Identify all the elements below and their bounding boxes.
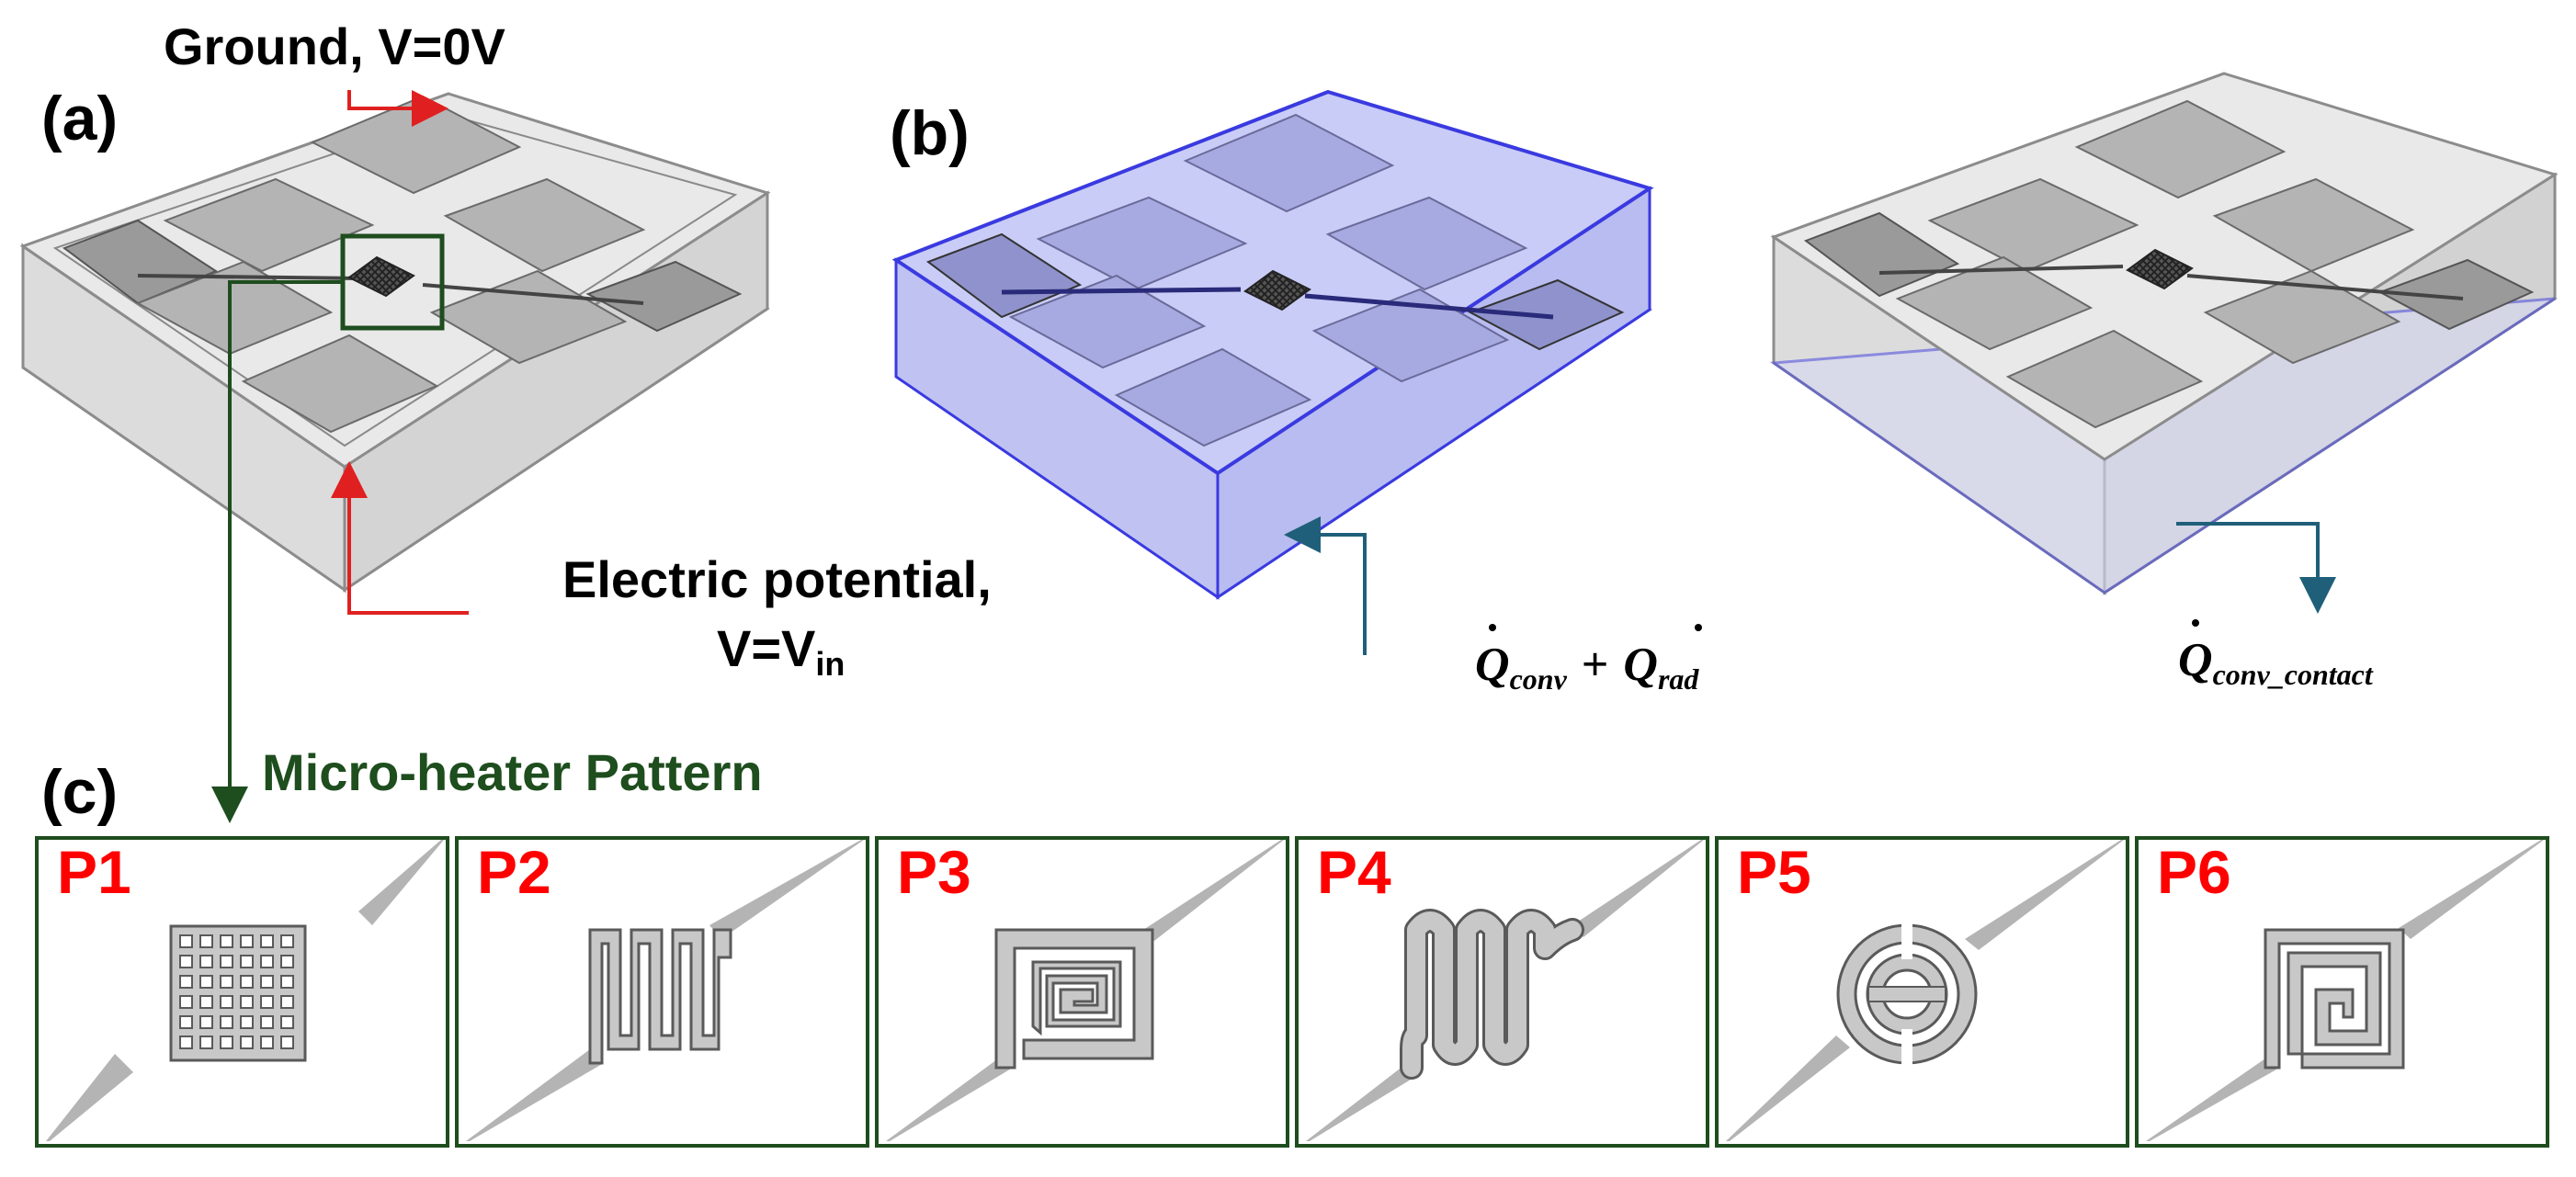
lead-bottom: [466, 1049, 604, 1141]
panel-c-letter: (c): [41, 757, 118, 827]
ring-bridge: [1867, 986, 1946, 1002]
q-contact-dot: [2192, 619, 2199, 627]
heater-spiral-inner: [1031, 960, 1122, 1036]
pattern-box-p3: P3: [875, 836, 1289, 1148]
potential-v-sub: in: [815, 645, 845, 683]
potential-label-line1: Electric potential,: [562, 550, 992, 608]
ground-arrow: [347, 90, 448, 127]
lead-bottom: [1306, 1063, 1418, 1141]
pattern-code-p5: P5: [1737, 838, 1811, 906]
lead-top: [1965, 840, 2124, 950]
heater-square-spiral: [2264, 928, 2405, 1069]
potential-v-main: V=V: [717, 619, 815, 677]
panel-b: (b) Qconv + Qrad: [890, 72, 2559, 696]
contact-arrow: [2176, 522, 2336, 614]
pattern-box-p5: P5: [1715, 836, 2129, 1148]
panel-c-title: Micro-heater Pattern: [262, 743, 763, 801]
panel-a-letter: (a): [41, 84, 118, 153]
pattern-code-p3: P3: [897, 838, 971, 906]
pattern-code-p6: P6: [2157, 838, 2231, 906]
pattern-code-p4: P4: [1317, 838, 1391, 906]
q-rad-sub: rad: [1658, 662, 1699, 696]
pattern-code-p1: P1: [57, 838, 131, 906]
ground-label: Ground, V=0V: [164, 17, 505, 75]
heater-serpentine-round: [1402, 911, 1582, 1077]
pattern-box-p6: P6: [2135, 836, 2549, 1148]
potential-label-line2: V=Vin: [717, 619, 845, 683]
substrate-a: [19, 92, 771, 594]
q-conv-sub: conv: [1510, 662, 1568, 696]
q-contact-sub: conv_contact: [2213, 658, 2374, 691]
ring-slit-bottom: [1901, 1029, 1912, 1066]
substrate-b-conv-rad: [891, 89, 1654, 600]
pattern-box-p4: P4: [1295, 836, 1709, 1148]
heater-spiral-outer: [994, 928, 1154, 1069]
potential-arrow: [331, 461, 469, 615]
lead-top: [358, 840, 444, 925]
lead-bottom: [1726, 1036, 1850, 1141]
lead-top: [2399, 840, 2544, 939]
q-contact-label: Qconv_contact: [2178, 634, 2374, 691]
q-rad: Q: [1623, 639, 1658, 691]
pattern-box-p1: P1: [35, 836, 449, 1148]
lead-bottom: [46, 1054, 133, 1141]
q-conv: Q: [1475, 639, 1510, 691]
lead-bottom: [2146, 1058, 2276, 1141]
panel-b-letter: (b): [890, 98, 970, 168]
panel-a: (a) Ground, V=0V: [19, 17, 992, 823]
lead-top: [709, 840, 864, 939]
q-conv-rad-label: Qconv + Qrad: [1475, 639, 1699, 696]
heater-serpentine-square: [588, 928, 732, 1065]
q-rad-dot: [1695, 624, 1702, 631]
q-contact: Q: [2178, 634, 2213, 686]
lead-bottom: [886, 1057, 1013, 1141]
plus-sign: +: [1582, 639, 1609, 691]
panel-c: (c) Micro-heater Pattern P1 P2: [35, 743, 2549, 1148]
lead-top: [1143, 840, 1284, 941]
pattern-box-p2: P2: [455, 836, 869, 1148]
pattern-code-p2: P2: [477, 838, 551, 906]
lead-top: [1572, 840, 1704, 937]
q-conv-dot: [1489, 624, 1496, 631]
conv-rad-arrow: [1284, 516, 1367, 655]
zoom-arrow: [211, 280, 345, 823]
ring-slit-top: [1901, 922, 1912, 959]
substrate-b-contact: [1769, 72, 2559, 595]
grid-holes: [179, 934, 294, 1049]
